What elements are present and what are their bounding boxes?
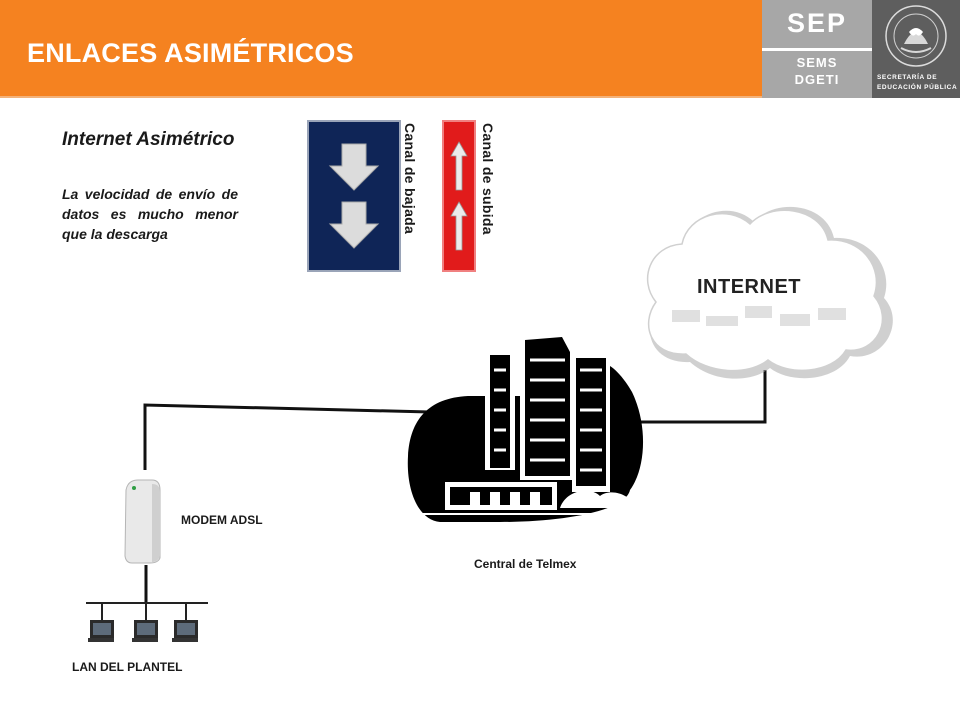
- page-title: ENLACES ASIMÉTRICOS: [27, 38, 354, 68]
- sep-logo: SEP SEMS DGETI: [762, 0, 872, 98]
- telmex-central-icon: [407, 332, 644, 522]
- adsl-modem-icon: [124, 479, 161, 564]
- header-bar: ENLACES ASIMÉTRICOS: [0, 0, 762, 98]
- secretaria-line1: SECRETARÍA DE: [877, 74, 938, 81]
- internet-cloud-icon: [646, 206, 893, 379]
- down-arrow-icon: [328, 201, 380, 249]
- computer-icon: [88, 620, 114, 642]
- download-channel-box: [307, 120, 401, 272]
- link-central-internet: [630, 370, 767, 424]
- up-arrow-icon: [450, 201, 468, 251]
- intro-title: Internet Asimétrico: [62, 129, 235, 150]
- upload-channel-label: Canal de subida: [480, 123, 496, 235]
- down-arrow-icon: [328, 143, 380, 191]
- computer-icon: [172, 620, 198, 642]
- secretaria-caption: SECRETARÍA DE EDUCACIÓN PÚBLICA: [877, 73, 957, 93]
- central-label: Central de Telmex: [474, 557, 577, 571]
- internet-label: INTERNET: [697, 276, 801, 298]
- link-modem-central: [143, 403, 431, 470]
- secretaria-line2: EDUCACIÓN PÚBLICA: [877, 84, 958, 91]
- dgeti-logo-text: DGETI: [794, 72, 840, 87]
- secretaria-logo: SECRETARÍA DE EDUCACIÓN PÚBLICA: [872, 0, 960, 98]
- national-seal-icon: [885, 5, 947, 67]
- lan-computers-icon: [86, 602, 208, 642]
- download-channel-label: Canal de bajada: [402, 123, 418, 235]
- modem-label: MODEM ADSL: [181, 513, 263, 527]
- upload-channel-box: [442, 120, 476, 272]
- sems-logo-text: SEMS: [796, 55, 838, 70]
- logo-divider: [762, 48, 872, 51]
- computer-icon: [132, 620, 158, 642]
- intro-description: La velocidad de envío de datos es mucho …: [62, 186, 238, 242]
- lan-label: LAN DEL PLANTEL: [72, 660, 183, 674]
- sep-logo-text: SEP: [786, 8, 848, 38]
- up-arrow-icon: [450, 141, 468, 191]
